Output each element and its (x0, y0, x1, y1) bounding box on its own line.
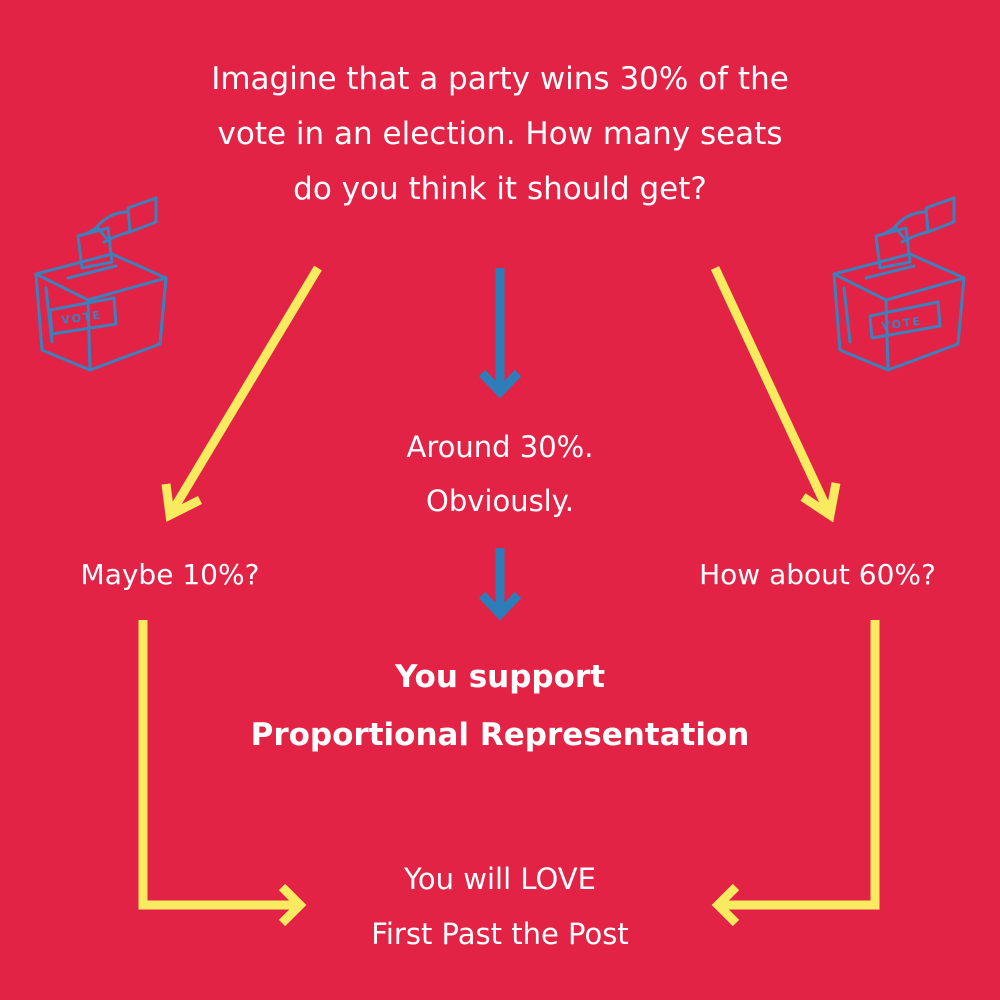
arrow-center-top-head (478, 369, 522, 399)
arrow-right-diagonal (710, 266, 835, 517)
question-line: Imagine that a party wins 30% of the (211, 61, 789, 97)
arrow-left-diagonal-head (161, 483, 203, 522)
answer-about-60: How about 60%? (699, 558, 936, 591)
question-line: vote in an election. How many seats (217, 116, 783, 152)
question-line: do you think it should get? (293, 171, 707, 207)
result-line: You will LOVE (404, 862, 596, 896)
answer-line: Obviously. (426, 484, 574, 518)
ballot-box-icon: VOTE (832, 196, 966, 372)
result-line: You support (394, 659, 606, 695)
arrow-right-diagonal-head (800, 482, 841, 523)
result-proportional-representation: You support Proportional Representation (150, 648, 850, 764)
answer-maybe-10: Maybe 10%? (80, 558, 260, 591)
answer-line: Around 30%. (406, 430, 594, 464)
arrow-right-elbow (718, 620, 880, 910)
arrow-left-diagonal (166, 265, 322, 518)
arrow-left-elbow (138, 620, 300, 910)
arrow-center-bottom-head (478, 591, 522, 621)
arrow-left-elbow-head (278, 883, 307, 927)
ballot-box-label: VOTE (61, 308, 103, 327)
result-line: Proportional Representation (250, 717, 750, 753)
result-line: First Past the Post (371, 917, 629, 951)
ballot-box-icon: VOTE (34, 196, 168, 372)
arrow-right-elbow-head (711, 883, 740, 927)
question-text: Imagine that a party wins 30% of the vot… (100, 52, 900, 217)
answer-around-30: Around 30%. Obviously. (300, 420, 700, 528)
ballot-box-label: VOTE (881, 314, 923, 333)
result-first-past-the-post: You will LOVE First Past the Post (300, 852, 700, 962)
